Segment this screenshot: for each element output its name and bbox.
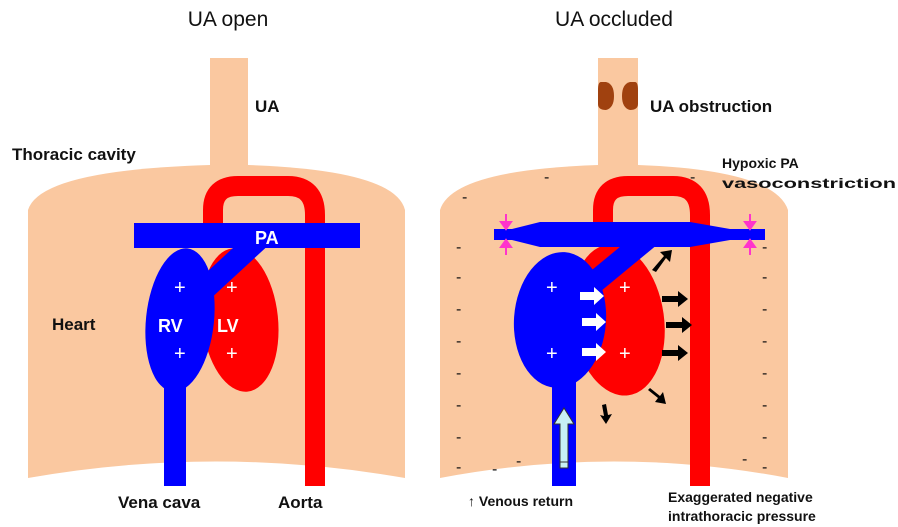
minus-sign: - (690, 169, 695, 186)
right-title: UA occluded (555, 8, 673, 31)
lv-label: LV (217, 316, 239, 336)
minus-sign: - (456, 269, 461, 286)
venous-return-label: ↑ Venous return (468, 493, 573, 509)
left-bottom-curve (28, 462, 405, 527)
right-lv-plus-bottom: + (619, 343, 631, 365)
minus-sign: - (456, 239, 461, 256)
left-panel: UA Thoracic cavity Heart PA RV LV + + + … (12, 58, 405, 527)
minus-sign: - (762, 301, 767, 318)
left-ua-tube (210, 58, 248, 170)
minus-sign: - (762, 429, 767, 446)
right-rv-plus-bottom: + (546, 343, 558, 365)
aorta-label: Aorta (278, 493, 323, 512)
right-panel: - - - - - - - - - - - - - - - - - - - - … (440, 58, 896, 527)
thoracic-cavity-label: Thoracic cavity (12, 145, 136, 164)
left-lv-plus-top: + (226, 277, 238, 299)
minus-sign: - (456, 459, 461, 476)
pressure-label-line1: Exaggerated negative (668, 489, 813, 505)
right-ua-tube (598, 58, 638, 170)
left-rv-plus-bottom: + (174, 343, 186, 365)
minus-sign: - (762, 459, 767, 476)
left-title: UA open (188, 8, 269, 31)
minus-sign: - (762, 269, 767, 286)
minus-sign: - (544, 169, 549, 186)
pressure-label-line2: intrathoracic pressure (668, 508, 816, 524)
minus-sign: - (516, 453, 521, 470)
ua-obstruction-icon-right (622, 82, 638, 110)
minus-sign: - (456, 429, 461, 446)
minus-sign: - (456, 365, 461, 382)
minus-sign: - (456, 301, 461, 318)
heart-label: Heart (52, 315, 96, 334)
minus-sign: - (742, 451, 747, 468)
minus-sign: - (762, 397, 767, 414)
pa-label: PA (255, 228, 279, 248)
rv-label: RV (158, 316, 183, 336)
minus-sign: - (456, 333, 461, 350)
left-pa-bar (134, 223, 360, 248)
minus-sign: - (762, 365, 767, 382)
left-lv-plus-bottom: + (226, 343, 238, 365)
right-lv-plus-top: + (619, 277, 631, 299)
minus-sign: - (762, 333, 767, 350)
minus-sign: - (762, 239, 767, 256)
minus-sign: - (462, 189, 467, 206)
ua-obstruction-icon (598, 82, 614, 110)
left-ua-label: UA (255, 97, 280, 116)
hypoxic-label-line2: vasoconstriction (722, 175, 896, 191)
minus-sign: - (492, 461, 497, 478)
left-rv-plus-top: + (174, 277, 186, 299)
hypoxic-label-line1: Hypoxic PA (722, 155, 799, 171)
vena-cava-label: Vena cava (118, 493, 201, 512)
right-rv-plus-top: + (546, 277, 558, 299)
ua-obstruction-label: UA obstruction (650, 97, 772, 116)
minus-sign: - (456, 397, 461, 414)
